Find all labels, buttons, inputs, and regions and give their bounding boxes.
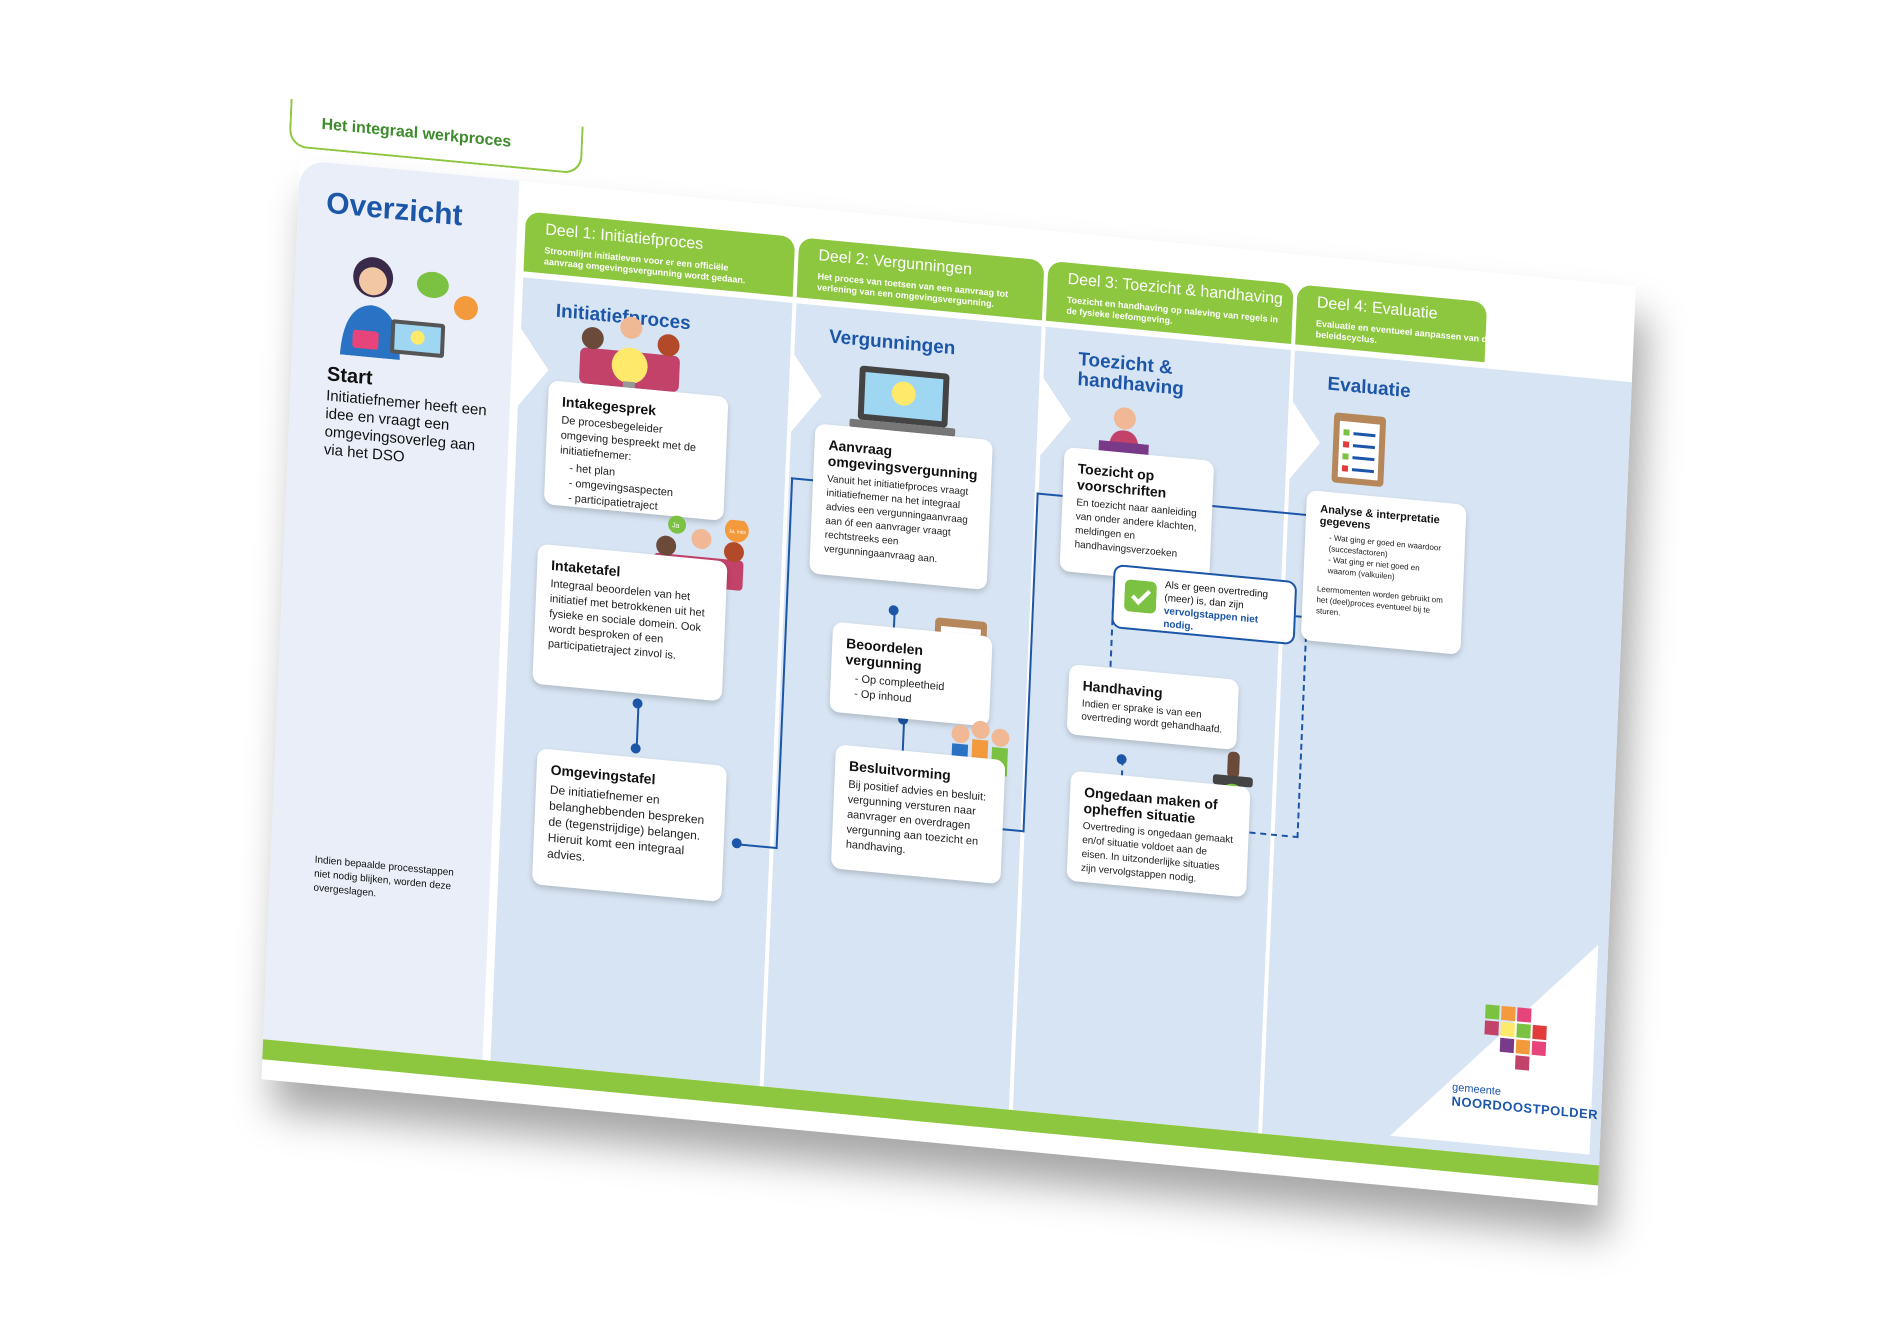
start-label: Start [326,363,373,390]
card-omgevingstafel: Omgevingstafel De initiatiefnemer en bel… [531,748,727,902]
meeting-lightbulb-illustration [579,316,680,392]
column-arrow [1288,400,1322,483]
card-text: Vanuit het initiatiefproces vraagt initi… [823,473,969,566]
column-heading: Toezicht & handhaving [1077,348,1185,400]
check-icon [1124,579,1157,614]
laptop-lightbulb-illustration [849,365,956,437]
no-violation-box: Als er geen overtreding (meer) is, dan z… [1111,563,1298,646]
poster-sheet: Het integraal werkproces Overzicht Start… [261,98,1636,1206]
card-text: Overtreding is ongedaan gemaakt en/of si… [1080,820,1234,885]
column-heading: Evaluatie [1327,373,1412,403]
card-aanvraag: Aanvraag omgevingsvergunning Vanuit het … [809,423,993,591]
column-arrow [1039,376,1073,460]
header-tab-title: Het integraal werkproces [321,115,512,151]
card-beoordelen: Beoordelen vergunning Op compleetheid Op… [829,621,993,727]
card-intaketafel: Intaketafel Integraal beoordelen van het… [532,543,728,702]
card-list: Wat ging er goed en waardoor (succesfact… [1318,531,1451,587]
card-text: En toezicht naar aanleiding van onder an… [1074,497,1197,560]
card-text: De initiatiefnemer en belanghebbenden be… [546,782,705,865]
overview-title: Overzicht [325,186,464,233]
card-text: Leermomenten worden gebruikt om het (dee… [1315,584,1444,618]
initiator-laptop-illustration [339,257,478,361]
card-besluitvorming: Besluitvorming Bij positief advies en be… [830,744,1006,885]
card-analyse: Analyse & interpretatie gegevens Wat gin… [1300,489,1467,655]
skip-note: Indien bepaalde processtappen niet nodig… [313,854,455,900]
card-intakegesprek: Intakegesprek De procesbegeleider omgevi… [543,380,729,521]
overview-panel: Overzicht Start Initiatiefnemer heeft ee… [263,160,520,1060]
noordoostpolder-logo-icon [1484,1004,1547,1071]
card-text: Integraal beoordelen van het initiatief … [547,577,705,662]
card-ongedaan: Ongedaan maken of opheffen situatie Over… [1066,770,1251,898]
column-arrow [516,327,551,411]
bubble-ja: Ja [672,522,680,530]
column-arrow [789,353,824,436]
evaluation-clipboard-illustration [1331,412,1387,487]
phase-tab-4: Deel 4: Evaluatie Evaluatie en eventueel… [1295,284,1492,363]
no-violation-bold: vervolgstappen niet nodig. [1163,605,1259,633]
card-text: Bij positief advies en besluit: vergunni… [845,778,987,857]
bubble-ja-mits: Ja, mits [729,529,747,537]
card-toezicht: Toezicht op voorschriften En toezicht na… [1059,446,1215,585]
logo-corner: gemeente NOORDOOSTPOLDER [1390,925,1598,1155]
no-violation-text: Als er geen overtreding (meer) is, dan z… [1163,579,1275,641]
start-text: Initiatiefnemer heeft een idee en vraagt… [323,387,487,466]
